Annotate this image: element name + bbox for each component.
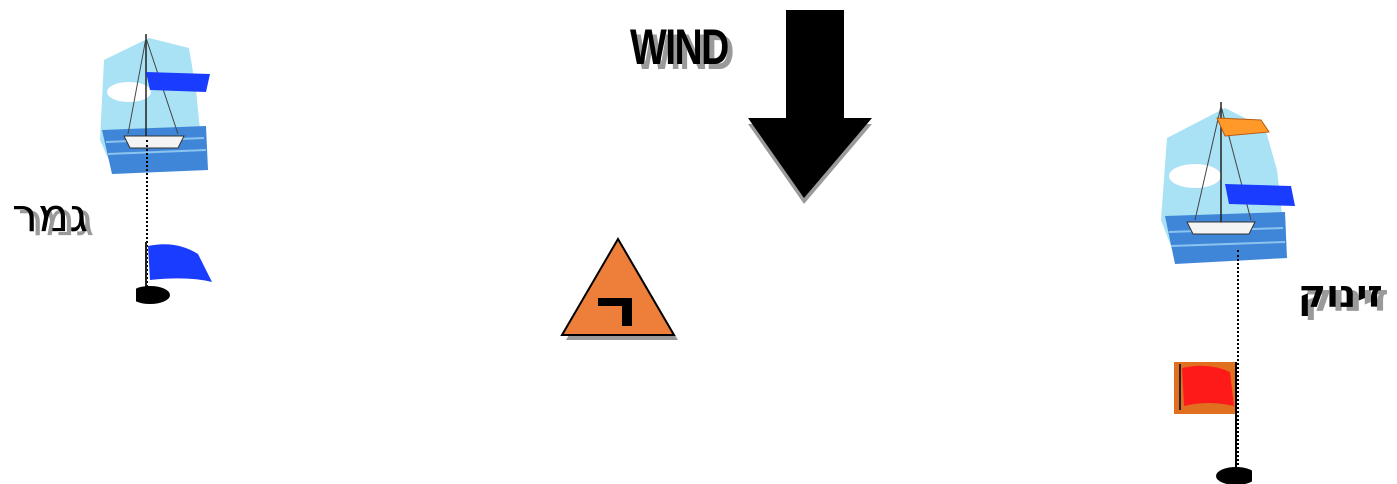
finish-label: גמר גמר	[10, 188, 130, 248]
finish-label-text: גמר	[12, 188, 88, 242]
start-label-text: זינוק	[1298, 272, 1383, 316]
start-boat-icon	[1155, 98, 1300, 268]
start-label: זינוק זינוק	[1296, 272, 1397, 332]
wind-arrow-icon	[748, 8, 878, 208]
mark-1-icon	[556, 236, 682, 344]
start-flag-icon	[1172, 360, 1252, 484]
finish-flag-icon	[136, 240, 216, 310]
finish-boat-icon	[94, 30, 219, 180]
wind-label-text: WIND	[630, 18, 728, 76]
